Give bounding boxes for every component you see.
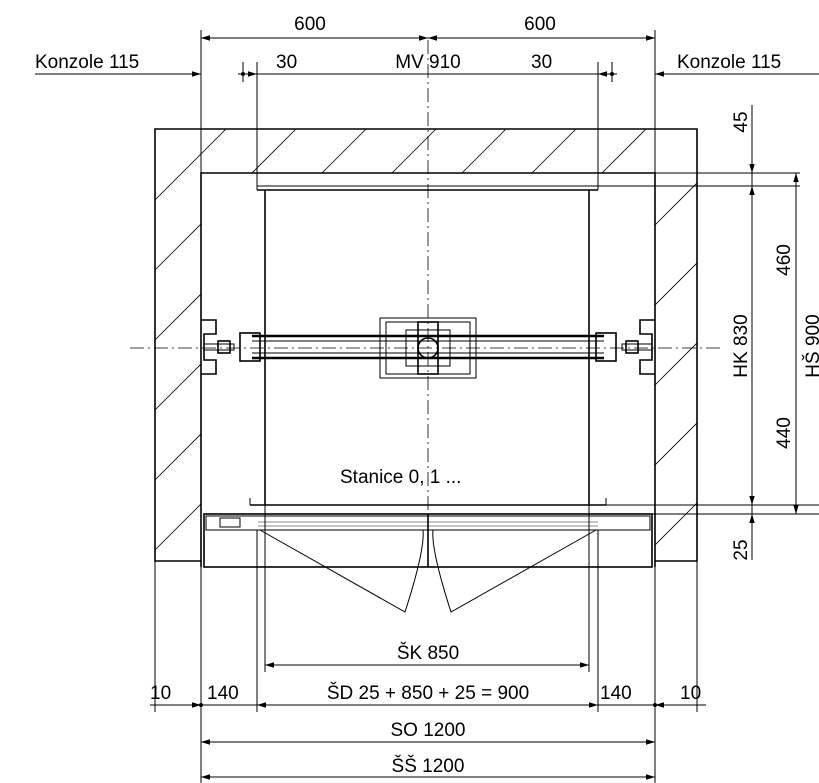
label-mv-910: MV 910	[395, 52, 460, 73]
label-45: 45	[731, 111, 752, 132]
label-25: 25	[731, 539, 752, 560]
label-140-right: 140	[600, 683, 632, 704]
label-station: Stanice 0, 1 ...	[340, 467, 461, 488]
guide-rail-right	[621, 319, 655, 375]
label-so-1200: SO 1200	[391, 720, 466, 741]
extension-lines-right	[598, 172, 819, 515]
label-600-left: 600	[294, 14, 326, 35]
car-doors	[259, 514, 597, 613]
label-10-right: 10	[680, 683, 701, 704]
label-sk-850: ŠK 850	[397, 642, 459, 664]
guide-rail-left	[201, 319, 235, 375]
label-140-left: 140	[207, 683, 239, 704]
label-440: 440	[774, 417, 795, 449]
label-30-right: 30	[531, 52, 552, 73]
label-hk-830: HK 830	[731, 314, 752, 377]
label-konzole-left: Konzole 115	[35, 52, 139, 73]
label-30-left: 30	[276, 52, 297, 73]
label-hs-900: HŠ 900	[802, 314, 819, 377]
label-konzole-right: Konzole 115	[677, 52, 781, 73]
label-460: 460	[774, 244, 795, 276]
label-600-right: 600	[524, 14, 556, 35]
extension-lines	[154, 30, 698, 783]
label-ss-1200: ŠŠ 1200	[392, 755, 465, 777]
label-sd: ŠD 25 + 850 + 25 = 900	[327, 682, 529, 704]
label-10-left: 10	[150, 683, 171, 704]
